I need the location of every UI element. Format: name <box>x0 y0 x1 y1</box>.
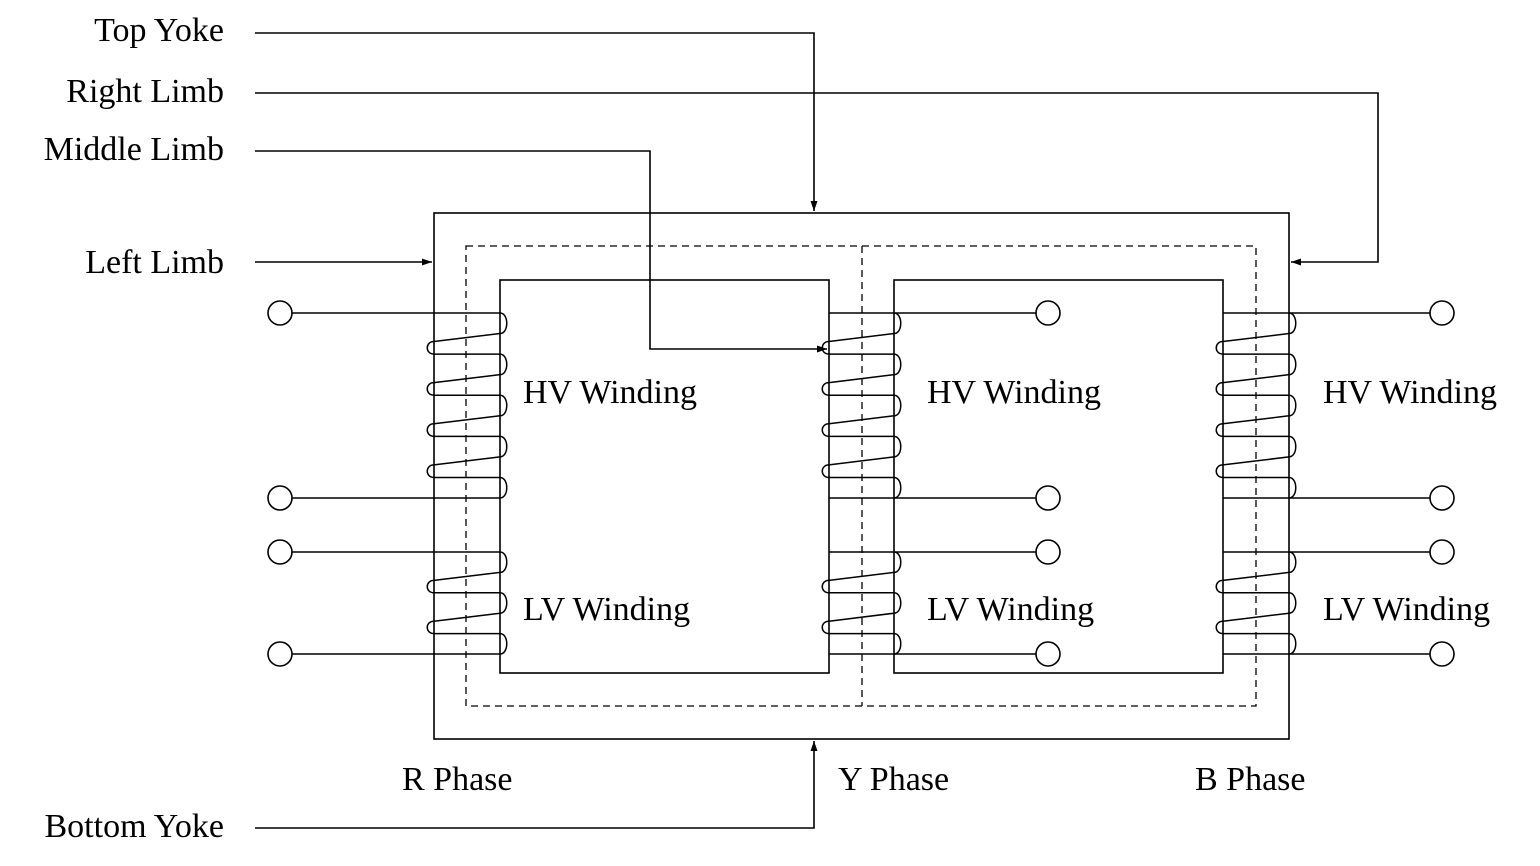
right-limb-label: Right Limb <box>66 73 224 110</box>
left-limb-label: Left Limb <box>85 244 224 281</box>
flux-path-outline <box>465 245 1257 707</box>
y-phase-hv-end-terminal <box>1035 485 1061 511</box>
b-phase-hv-winding-label: HV Winding <box>1323 374 1497 411</box>
b-phase-lv-winding-label: LV Winding <box>1323 591 1490 628</box>
r-phase-hv-coil <box>426 312 508 499</box>
y-phase-hv-winding-label: HV Winding <box>927 374 1101 411</box>
r-phase-hv-winding-label: HV Winding <box>523 374 697 411</box>
top-yoke-label: Top Yoke <box>94 12 224 49</box>
y-phase-label: Y Phase <box>838 761 949 798</box>
y-phase-lv-coil <box>821 551 902 655</box>
r-phase-lv-end-terminal <box>267 641 293 667</box>
b-phase-lv-coil <box>1215 551 1297 655</box>
y-phase-hv-start-terminal <box>1035 300 1061 326</box>
core-window-left <box>499 279 830 674</box>
y-phase-lv-start-terminal <box>1035 539 1061 565</box>
r-phase-lv-coil <box>426 551 508 655</box>
b-phase-hv-coil <box>1215 312 1297 499</box>
b-phase-hv-end-terminal <box>1429 485 1455 511</box>
y-phase-lv-end-terminal <box>1035 641 1061 667</box>
middle-limb-label: Middle Limb <box>44 131 224 168</box>
winding-coils <box>426 312 1297 655</box>
middle-limb-pointer <box>255 150 827 353</box>
r-phase-lv-start-terminal <box>267 539 293 565</box>
b-phase-lv-start-terminal <box>1429 539 1455 565</box>
y-phase-lv-winding-label: LV Winding <box>927 591 1094 628</box>
bottom-yoke-pointer <box>255 741 818 829</box>
b-phase-lv-end-terminal <box>1429 641 1455 667</box>
b-phase-hv-start-terminal <box>1429 300 1455 326</box>
b-phase-label: B Phase <box>1195 761 1306 798</box>
bottom-yoke-label: Bottom Yoke <box>45 808 225 845</box>
right-limb-pointer <box>255 92 1379 266</box>
y-phase-hv-coil <box>821 312 902 499</box>
r-phase-lv-winding-label: LV Winding <box>523 591 690 628</box>
top-yoke-pointer <box>255 32 818 211</box>
r-phase-label: R Phase <box>402 761 513 798</box>
r-phase-hv-start-terminal <box>267 300 293 326</box>
r-phase-hv-end-terminal <box>267 485 293 511</box>
core-window-right <box>893 279 1224 674</box>
core-outer-outline <box>433 212 1290 740</box>
winding-terminals <box>267 300 1455 667</box>
